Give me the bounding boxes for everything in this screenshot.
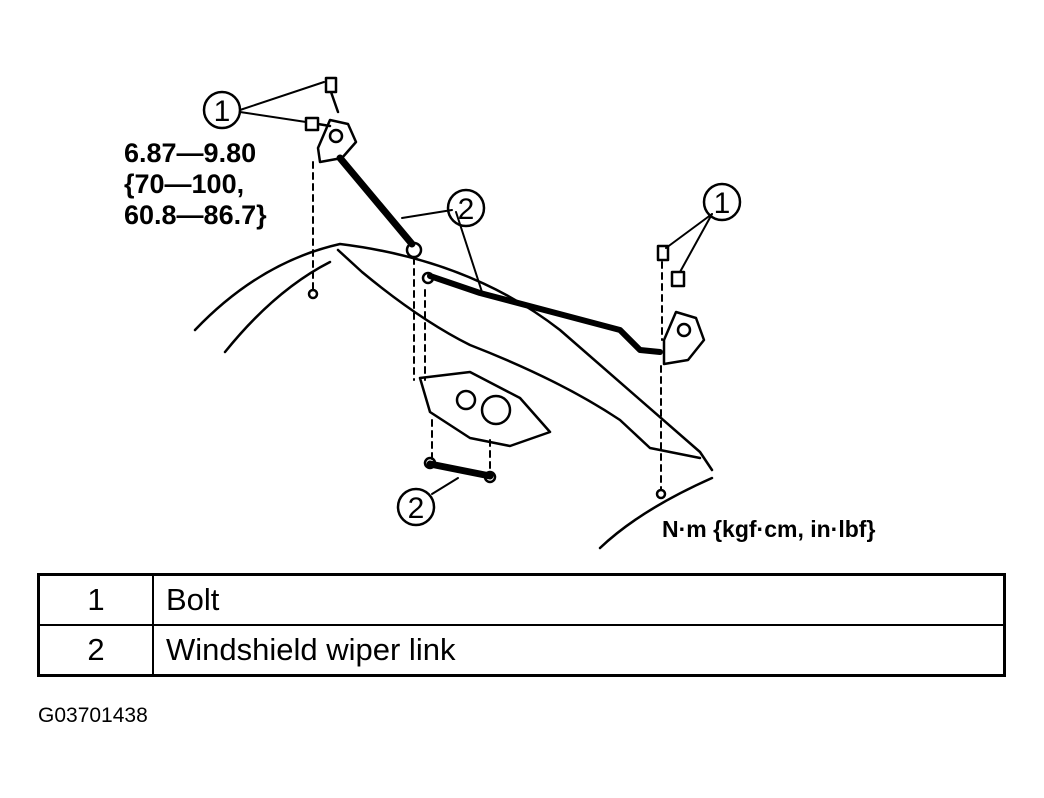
- part-description: Windshield wiper link: [152, 624, 1006, 677]
- bolt-right-top: [656, 244, 670, 262]
- wiper-link-upper: [336, 154, 416, 248]
- parts-legend-table: 1 Bolt 2 Windshield wiper link: [37, 573, 1006, 677]
- part-number: 1: [37, 573, 154, 626]
- part-description: Bolt: [152, 573, 1006, 626]
- callout-bolt-right: 1: [714, 187, 731, 220]
- callout-circle-link-lower: [396, 487, 436, 527]
- wiper-link-rod: [427, 273, 663, 355]
- left-pivot-bracket: [316, 118, 358, 164]
- body-curve: [223, 260, 332, 354]
- table-row: 1 Bolt: [37, 573, 1006, 626]
- wiper-motor: [418, 370, 552, 448]
- wiper-linkage-diagram: 1 2 1 2: [193, 76, 742, 550]
- figure-id: G03701438: [38, 704, 148, 727]
- bolt-left-top: [324, 76, 340, 114]
- table-row: 2 Windshield wiper link: [37, 624, 1006, 677]
- bolt-right-side: [670, 270, 686, 288]
- callout-circle-bolt-right: [702, 182, 742, 222]
- bolt-left-side: [304, 116, 332, 132]
- unit-label: N·m {kgf·cm, in·lbf}: [662, 516, 876, 542]
- part-number: 2: [37, 624, 154, 677]
- torque-spec: 6.87—9.80 {70—100, 60.8—86.7}: [124, 138, 267, 230]
- right-pivot-bracket: [662, 310, 706, 366]
- cowl-inner-outline: [336, 248, 702, 460]
- hood-edge: [598, 476, 714, 550]
- cowl-outline: [193, 242, 714, 472]
- callout-bolt-left: 1: [214, 95, 231, 128]
- callout-circle-bolt-left: [202, 90, 242, 130]
- callout-circle-link-upper: [446, 188, 486, 228]
- wiper-link-lower: [426, 460, 494, 480]
- callout-link-lower: 2: [408, 492, 425, 525]
- callout-link-upper: 2: [458, 193, 475, 226]
